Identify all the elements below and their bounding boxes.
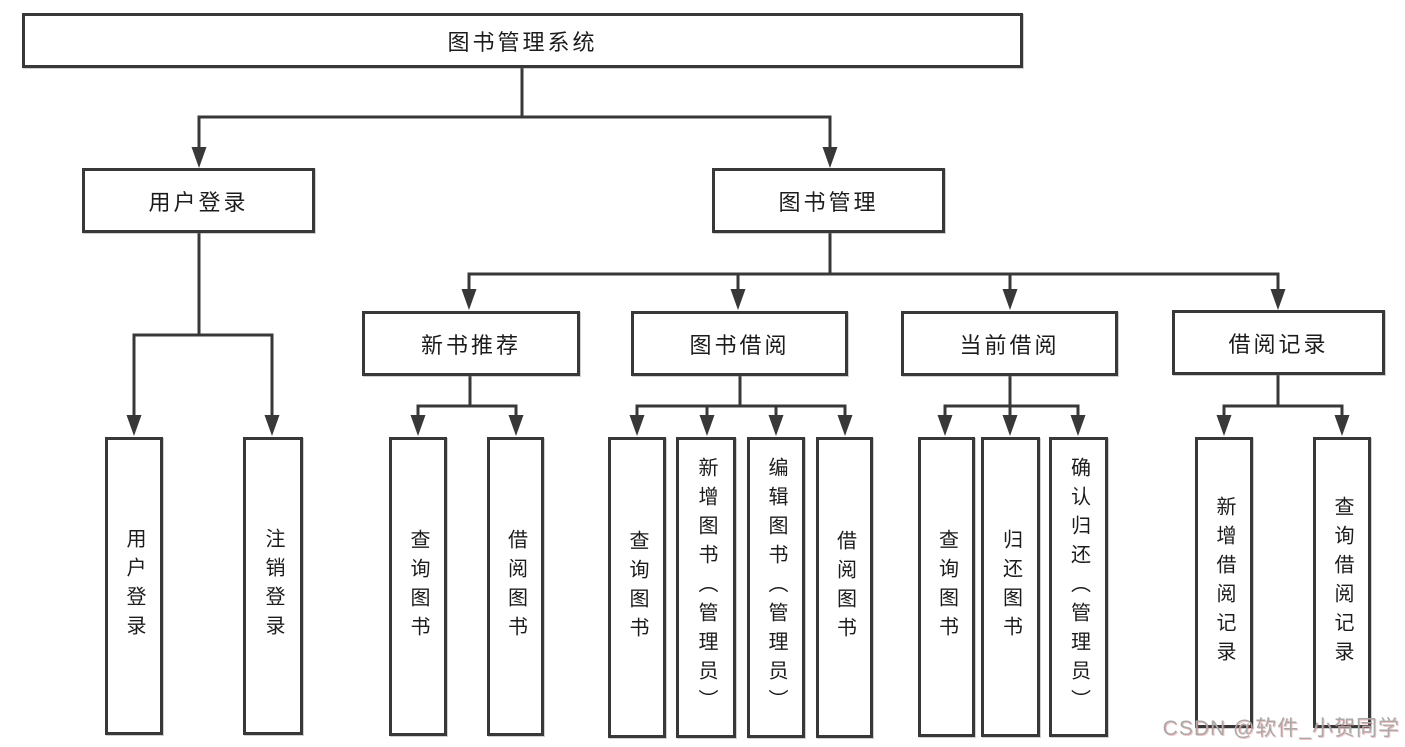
node-leaf-logout: 注销登录 [243,437,303,735]
node-leaf-add-book: 新增图书（管理员） [676,437,736,738]
node-leaf-query-book-3: 查询图书 [918,437,975,737]
node-user-login: 用户登录 [82,168,315,233]
node-root: 图书管理系统 [22,13,1023,68]
node-leaf-borrow-book-2: 借阅图书 [816,437,873,738]
node-current-borrow: 当前借阅 [901,311,1118,376]
node-book-management: 图书管理 [712,168,945,233]
node-leaf-query-book-1: 查询图书 [389,437,447,736]
node-leaf-query-record: 查询借阅记录 [1313,437,1371,728]
node-leaf-add-record: 新增借阅记录 [1195,437,1253,728]
node-borrow-records: 借阅记录 [1172,310,1385,375]
node-leaf-borrow-book-1: 借阅图书 [487,437,544,736]
node-leaf-edit-book: 编辑图书（管理员） [747,437,805,738]
node-leaf-query-book-2: 查询图书 [608,437,666,738]
csdn-watermark: CSDN @软件_小贺同学 [1162,717,1400,740]
node-leaf-confirm-return: 确认归还（管理员） [1049,437,1108,737]
node-leaf-user-login: 用户登录 [105,437,163,735]
node-leaf-return-book: 归还图书 [981,437,1040,737]
node-new-book-recommend: 新书推荐 [362,311,580,376]
node-book-borrow: 图书借阅 [631,311,848,376]
